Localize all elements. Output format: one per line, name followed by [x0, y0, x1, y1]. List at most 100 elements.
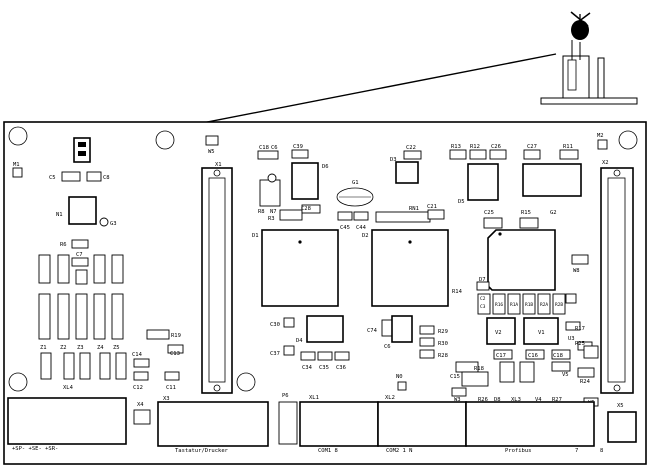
c45-c44-caps — [337, 211, 369, 221]
label-r28: R28 — [438, 353, 448, 359]
label-c30: C30 — [270, 322, 280, 328]
label-r26: R26 — [478, 397, 488, 403]
label-c15: C15 — [450, 374, 460, 380]
label-r24: R24 — [580, 379, 591, 385]
label-r14: R14 — [452, 289, 463, 295]
label-p6: P6 — [282, 393, 289, 399]
label-z4: Z4 — [97, 345, 104, 351]
x3-caption: Tastatur/Drucker — [175, 448, 229, 454]
x1-connector — [201, 167, 233, 394]
board-jumper — [73, 137, 91, 163]
label-d7: D7 — [479, 277, 486, 283]
profibus-caption: Profibus — [505, 448, 532, 454]
d4-chip — [306, 315, 344, 343]
r13-resistor — [449, 149, 467, 160]
x5-connector — [607, 411, 637, 443]
r11-resistor — [559, 149, 579, 160]
label-r25: R25 — [575, 341, 585, 347]
label-r1a: R1A — [510, 302, 518, 308]
label-v1: V1 — [538, 330, 545, 336]
label-r29: R29 — [438, 329, 448, 335]
v4-part — [519, 361, 535, 383]
r29-resistor — [419, 325, 435, 335]
label-c35: C35 — [319, 365, 329, 371]
label-c34: C34 — [302, 365, 313, 371]
label-c11: C11 — [166, 385, 176, 391]
label-r2b: R2B — [555, 302, 563, 308]
label-c28: C28 — [301, 206, 311, 212]
label-m1: M1 — [13, 162, 20, 168]
com1-caption: COM1 8 — [318, 448, 338, 454]
g1-crystal — [336, 187, 374, 207]
profibus-pin: 7 — [575, 448, 578, 454]
label-x3: X3 — [163, 396, 170, 402]
com2-caption: COM2 1 N — [386, 448, 413, 454]
label-c13: C13 — [170, 351, 180, 357]
label-r13: R13 — [451, 144, 461, 150]
label-c16: C16 — [528, 353, 538, 359]
d6-chip — [291, 162, 319, 200]
v3-part — [499, 361, 515, 383]
c22-cap — [403, 150, 422, 160]
r28-resistor — [419, 349, 435, 359]
label-c36: C36 — [336, 365, 346, 371]
d7-diode — [476, 281, 490, 291]
r24-resistor — [577, 367, 595, 378]
label-c6: C6 — [271, 145, 278, 151]
label-r2a: R2A — [540, 302, 548, 308]
c18-c6-caps — [257, 150, 279, 160]
label-w8: W8 — [573, 268, 580, 274]
r6-resistor — [71, 239, 89, 249]
label-v2: V2 — [495, 330, 502, 336]
label-x4: X4 — [137, 402, 144, 408]
d5-chip — [467, 163, 499, 201]
rn1-network — [375, 211, 431, 223]
label-w5: W5 — [208, 149, 215, 155]
label-d1: D1 — [252, 233, 259, 239]
x3-connector — [157, 401, 269, 447]
label-c25: C25 — [484, 210, 494, 216]
label-x1: X1 — [215, 162, 222, 168]
label-r3: R3 — [268, 216, 275, 222]
label-c8: C8 — [103, 175, 110, 181]
label-x5: X5 — [617, 403, 624, 409]
label-rn1: RN1 — [409, 206, 419, 212]
r30-resistor — [419, 337, 435, 347]
c16-cap — [525, 349, 545, 360]
r15-resistor — [519, 217, 539, 229]
x5-pin: 8 — [600, 448, 603, 454]
label-d8: D8 — [494, 397, 501, 403]
label-d2: D2 — [362, 233, 369, 239]
label-c44: C44 — [356, 225, 367, 231]
c12-cap — [133, 371, 149, 381]
c37-cap — [283, 345, 295, 356]
profibus-connector — [465, 401, 595, 447]
label-r1b: R1B — [525, 302, 533, 308]
c26-cap — [489, 149, 507, 160]
c6-chip — [391, 315, 413, 343]
label-u3: U3 — [568, 336, 575, 342]
c14-cap — [133, 358, 150, 368]
resistor-strip-group — [38, 254, 124, 340]
label-z5: Z5 — [113, 345, 120, 351]
d3-chip — [395, 161, 419, 184]
com2-connector — [377, 401, 467, 447]
c28-cap — [301, 204, 321, 214]
c7-cap — [71, 257, 89, 267]
label-c6b: C6 — [384, 344, 391, 350]
label-n7: N7 — [270, 209, 277, 215]
xl4-terminal-block — [7, 397, 127, 445]
label-v5: V5 — [562, 372, 569, 378]
label-r18: R18 — [474, 366, 484, 372]
diode-strips-lower — [40, 352, 127, 380]
round-cap — [267, 173, 277, 183]
label-c18-lower: C18 — [553, 353, 563, 359]
label-xl1: XL1 — [309, 395, 319, 401]
label-c74: C74 — [367, 328, 378, 334]
transistor-lower — [461, 371, 489, 387]
label-c3: C3 — [480, 304, 486, 310]
label-r27: R27 — [552, 397, 562, 403]
label-z3: Z3 — [77, 345, 84, 351]
c13-pad — [167, 344, 184, 354]
